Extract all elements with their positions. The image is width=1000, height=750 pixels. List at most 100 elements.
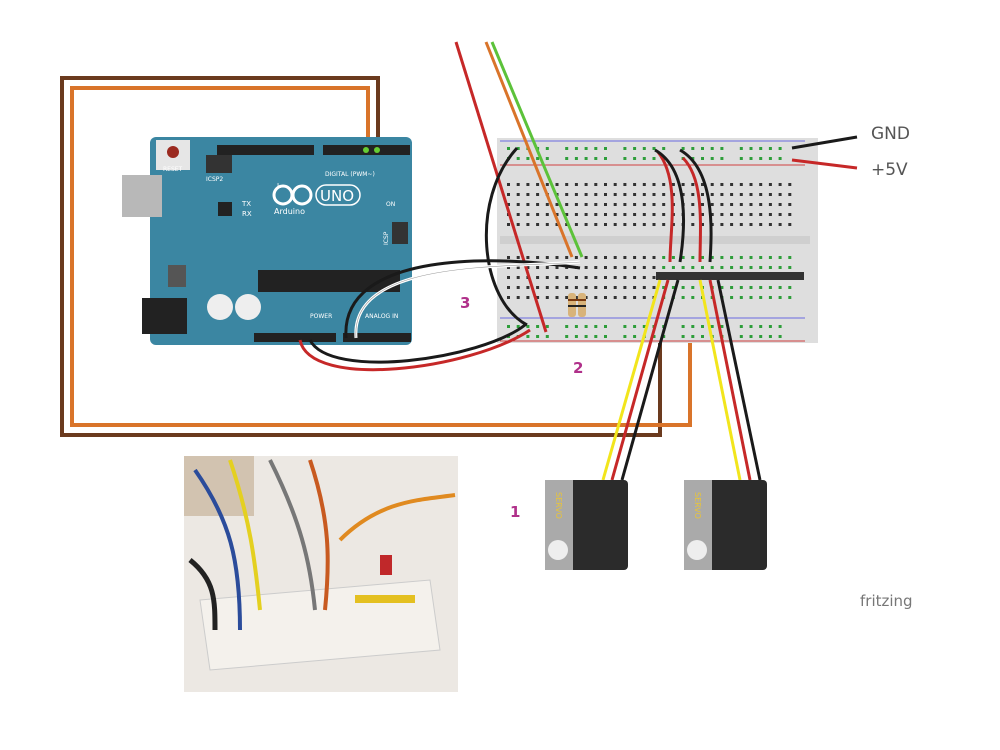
breadboard-hole (536, 325, 540, 328)
breadboard-hole (516, 193, 520, 196)
breadboard-hole (574, 183, 578, 186)
gnd-label: GND (871, 124, 910, 144)
icsp-label: ICSP (383, 231, 390, 245)
breadboard-hole (536, 183, 540, 186)
breadboard-hole (662, 193, 666, 196)
breadboard-hole (652, 183, 656, 186)
breadboard-hole (565, 276, 569, 279)
breadboard-hole (594, 325, 598, 328)
breadboard-hole (584, 183, 588, 186)
breadboard-hole (642, 157, 646, 160)
breadboard-hole (730, 223, 734, 226)
breadboard-hole (633, 213, 637, 216)
breadboard-hole (613, 213, 617, 216)
breadboard-hole (768, 157, 772, 160)
breadboard-hole (768, 147, 772, 150)
breadboard (497, 138, 818, 343)
breadboard-hole (642, 223, 646, 226)
breadboard-hole (701, 256, 704, 259)
breadboard-hole (536, 193, 540, 196)
breadboard-hole (681, 296, 685, 299)
breadboard-hole (710, 213, 714, 216)
breadboard-hole (633, 183, 637, 186)
breadboard-hole (710, 266, 714, 269)
breadboard-hole (565, 157, 569, 160)
breadboard-hole (507, 203, 510, 206)
breadboard-hole (642, 213, 646, 216)
breadboard-hole (584, 276, 588, 279)
breadboard-hole (574, 157, 578, 160)
breadboard-hole (759, 325, 763, 328)
breadboard-hole (623, 325, 627, 328)
breadboard-hole (739, 203, 743, 206)
breadboard-hole (749, 213, 753, 216)
breadboard-hole (613, 203, 617, 206)
breadboard-hole (623, 147, 627, 150)
breadboard-hole (691, 335, 695, 338)
breadboard-hole (778, 296, 782, 299)
breadboard-hole (768, 266, 772, 269)
breadboard-hole (584, 223, 588, 226)
breadboard-hole (778, 203, 782, 206)
on-label: ON (386, 201, 395, 208)
breadboard-hole (507, 296, 510, 299)
breadboard-hole (739, 147, 743, 150)
callout-2: 2 (573, 359, 583, 377)
breadboard-hole (730, 213, 734, 216)
fritzing-watermark: fritzing (860, 592, 913, 610)
breadboard-hole (642, 193, 646, 196)
breadboard-hole (691, 213, 695, 216)
breadboard-hole (720, 203, 724, 206)
breadboard-hole (594, 203, 598, 206)
breadboard-hole (613, 286, 617, 289)
breadboard-hole (545, 276, 549, 279)
breadboard-hole (574, 276, 578, 279)
breadboard-hole (778, 256, 782, 259)
breadboard-hole (516, 223, 520, 226)
breadboard-hole (730, 203, 734, 206)
wire-black-gnd (308, 323, 526, 364)
breadboard-hole (604, 335, 607, 338)
breadboard-hole (516, 325, 520, 328)
breadboard-hole (788, 203, 792, 206)
breadboard-hole (691, 296, 695, 299)
pin-header-strip (656, 272, 804, 280)
breadboard-hole (555, 213, 559, 216)
power-label: POWER (310, 313, 332, 320)
breadboard-hole (545, 286, 549, 289)
breadboard-hole (555, 183, 559, 186)
breadboard-photo (184, 456, 458, 692)
breadboard-hole (545, 147, 549, 150)
wire-red-top (454, 41, 548, 333)
breadboard-hole (507, 276, 510, 279)
breadboard-hole (536, 213, 540, 216)
breadboard-hole (662, 203, 666, 206)
breadboard-hole (720, 286, 724, 289)
breadboard-hole (594, 296, 598, 299)
breadboard-hole (652, 223, 656, 226)
breadboard-hole (565, 223, 569, 226)
wire-black-rail (484, 146, 528, 327)
breadboard-hole (642, 147, 646, 150)
breadboard-hole (574, 223, 578, 226)
breadboard-hole (536, 256, 540, 259)
breadboard-hole (507, 256, 510, 259)
breadboard-hole (555, 223, 559, 226)
breadboard-hole (604, 193, 607, 196)
breadboard-hole (749, 223, 753, 226)
breadboard-hole (691, 223, 695, 226)
breadboard-hole (739, 286, 743, 289)
breadboard-hole (584, 147, 588, 150)
breadboard-hole (720, 147, 724, 150)
breadboard-hole (565, 325, 569, 328)
breadboard-hole (545, 203, 549, 206)
breadboard-hole (565, 193, 569, 196)
breadboard-hole (594, 256, 598, 259)
reset-button[interactable] (167, 146, 179, 158)
rx-label: RX (242, 210, 252, 218)
breadboard-hole (701, 147, 704, 150)
breadboard-hole (555, 296, 559, 299)
breadboard-hole (642, 296, 646, 299)
breadboard-hole (671, 256, 675, 259)
breadboard-hole (613, 183, 617, 186)
